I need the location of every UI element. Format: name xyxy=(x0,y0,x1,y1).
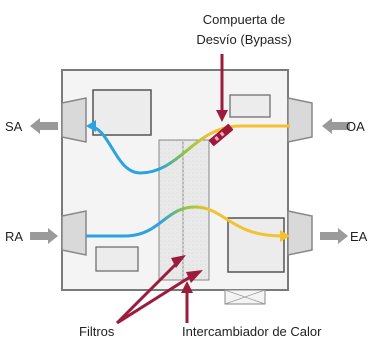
duct-oa xyxy=(287,97,313,143)
bypass-pointer-head xyxy=(216,110,228,122)
duct-sa xyxy=(61,97,87,143)
compartment-top-left xyxy=(92,89,152,136)
bypass-label-line2: Desvío (Bypass) xyxy=(196,32,291,47)
exhaust-airflow-line xyxy=(86,205,283,238)
ra-inflow-arrow xyxy=(30,228,58,244)
sa-outflow-arrow xyxy=(30,118,58,134)
compartment-bottom-left xyxy=(95,246,139,272)
ra-label: RA xyxy=(5,229,23,244)
heat-exchanger-label: Intercambiador de Calor xyxy=(182,324,322,339)
bypass-damper xyxy=(208,123,234,147)
oa-inflow-arrow xyxy=(322,118,350,134)
exhaust-arrowhead xyxy=(280,230,290,242)
bypass-label-line1: Compuerta de xyxy=(203,12,285,27)
filters-pointer-head-b xyxy=(186,270,203,283)
ea-outflow-arrow xyxy=(320,228,348,244)
drain-box-cross-b xyxy=(224,289,266,305)
oa-label: OA xyxy=(346,119,365,134)
supply-arrowhead xyxy=(86,120,96,132)
filters-pointer-line-a xyxy=(115,260,180,325)
filter-core-right xyxy=(182,139,210,281)
exchanger-pointer-head xyxy=(181,281,193,293)
sa-label: SA xyxy=(5,119,23,134)
filters-label: Filtros xyxy=(79,324,115,339)
duct-ra xyxy=(61,210,87,256)
duct-ea xyxy=(287,210,313,256)
compartment-top-right xyxy=(229,94,271,118)
ea-label: EA xyxy=(350,229,368,244)
filters-pointer-line-b xyxy=(116,275,191,325)
filters-pointer-head-a xyxy=(171,255,186,268)
